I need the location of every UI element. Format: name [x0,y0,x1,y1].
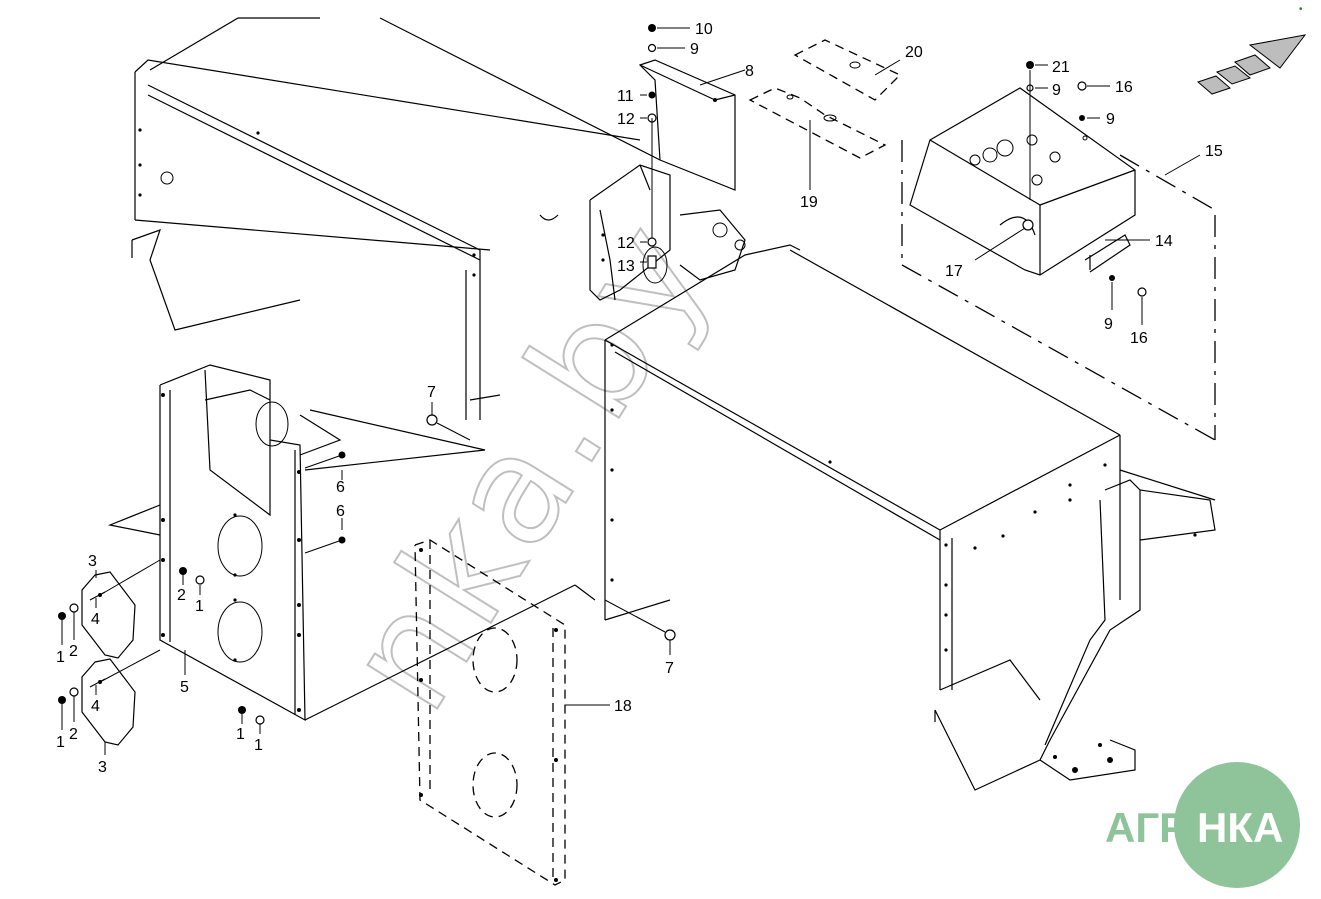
callout-21: 21 [1052,59,1070,76]
callout-8: 8 [745,63,754,80]
logo-circle [1174,762,1300,888]
callout-4: 4 [91,698,100,715]
callout-7: 7 [427,384,436,401]
upper-hood-body [131,17,661,420]
callout-20: 20 [905,44,923,61]
watermark-text: nka.by [313,190,746,739]
callout-1: 1 [56,649,65,666]
callout-4: 4 [91,611,100,628]
callout-2: 2 [177,587,186,604]
corner-mark-text: • [1299,4,1303,15]
logo-left-text: АГРО [1105,804,1219,851]
part-5-plate [107,364,596,722]
part-18-dashed-plate [414,539,566,886]
callout-7: 7 [665,660,674,677]
part-20-dashed-plate [793,39,902,101]
callout-9: 9 [1052,82,1061,99]
part-15-box [901,87,1216,441]
main-housing [604,244,1216,791]
logo-right-text: НКА [1197,804,1283,851]
watermark: nka.by [312,189,747,740]
callout-2: 2 [69,643,78,660]
callout-17: 17 [945,263,963,280]
direction-arrow-icon [1197,34,1307,95]
part-8-bracket [638,59,736,191]
callout-15: 15 [1205,143,1223,160]
callout-14: 14 [1155,233,1173,250]
callout-2: 2 [69,726,78,743]
callout-5: 5 [180,679,189,696]
part-19-dashed-plate [748,87,887,159]
part-3-cover-lower [81,649,161,746]
callout-11: 11 [617,88,634,105]
agronka-logo: АГРО НКА [1105,762,1300,888]
corner-mark: • [1299,4,1303,15]
callout-2: 1 [254,737,263,754]
callout-10: 10 [695,21,713,38]
callout-6: 6 [336,503,345,520]
callout-1: 1 [56,734,65,751]
callout-1: 1 [236,726,245,743]
callout-19: 19 [800,194,818,211]
callout-18: 18 [614,698,632,715]
callout-16: 16 [1130,330,1148,347]
callout-6: 6 [336,479,345,496]
callout-9: 9 [1104,316,1113,333]
callout-labels: 10 9 8 11 12 20 19 12 13 21 9 16 9 15 14… [56,21,1223,776]
part-3-cover-upper [81,559,161,659]
callout-12: 12 [617,111,635,128]
callout-13: 13 [617,258,635,275]
leader-lines [61,27,1201,755]
callout-9: 9 [690,41,699,58]
callout-16: 16 [1115,79,1133,96]
callout-3: 3 [98,759,107,776]
fasteners [58,24,1147,725]
callout-1: 1 [195,598,204,615]
callout-3: 3 [88,553,97,570]
center-mount-bracket [589,164,746,301]
callout-12: 12 [617,235,635,252]
callout-9: 9 [1106,111,1115,128]
